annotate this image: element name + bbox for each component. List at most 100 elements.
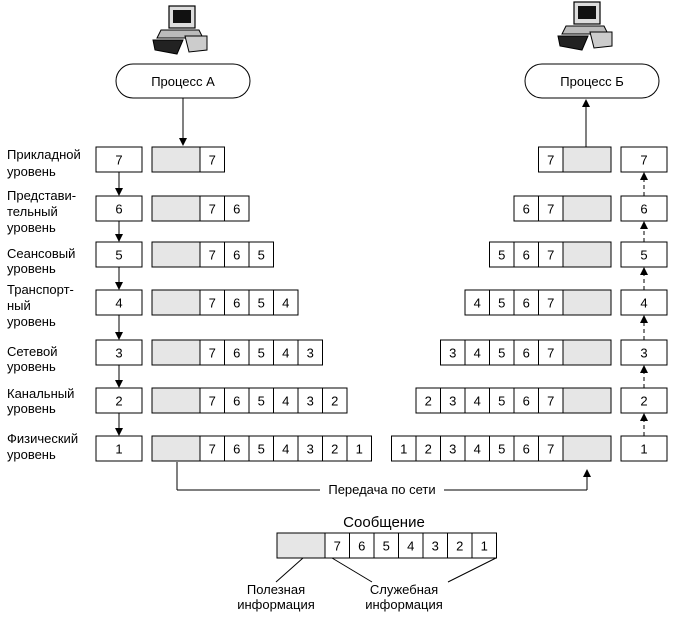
header-cell-label: 5: [498, 346, 505, 361]
layer-number: 5: [115, 248, 122, 263]
network-connector: [176, 462, 591, 491]
layer-label: уровень: [7, 220, 56, 235]
header-cell-label: 3: [307, 346, 314, 361]
header-cell: [224, 387, 250, 414]
header-cell-label: 4: [282, 296, 289, 311]
process-b-label: Процесс Б: [560, 74, 623, 89]
legend-header-cell: [422, 532, 448, 559]
layer-label: тельный: [7, 204, 58, 219]
header-cell: [248, 387, 274, 414]
layer-label: Сетевой: [7, 344, 57, 359]
header-cell-label: 6: [523, 248, 530, 263]
legend-header-cell-label: 7: [334, 539, 341, 554]
header-cell-label: 3: [307, 394, 314, 409]
header-cell: [464, 387, 490, 414]
layer-box-right: [620, 435, 668, 462]
layer-box-right: [620, 241, 668, 268]
header-cell-label: 6: [523, 394, 530, 409]
header-cell-label: 2: [425, 442, 432, 457]
service-label-line-1: Служебная: [370, 582, 438, 597]
layer-label: ный: [7, 298, 31, 313]
computer-icon: [152, 5, 208, 55]
header-cell: [346, 435, 372, 462]
layer-number: 2: [115, 394, 122, 409]
header-cell-label: 3: [449, 442, 456, 457]
layer-number: 4: [640, 296, 647, 311]
payload-block: [562, 387, 612, 414]
computer-icon: [557, 1, 613, 51]
header-cell-label: 4: [282, 394, 289, 409]
service-label-line-2: информация: [365, 597, 443, 612]
payload-block: [562, 195, 612, 222]
payload-block: [562, 339, 612, 366]
header-cell-label: 7: [209, 202, 216, 217]
legend-header-cell-label: 4: [407, 539, 414, 554]
header-cell: [415, 435, 441, 462]
header-cell-label: 7: [209, 153, 216, 168]
payload-label-line-1: Полезная: [247, 582, 305, 597]
layer-number: 6: [640, 202, 647, 217]
header-cell: [199, 146, 225, 173]
header-cell: [199, 195, 225, 222]
header-cell-label: 4: [474, 346, 481, 361]
header-cell: [538, 435, 564, 462]
header-cell: [273, 387, 299, 414]
header-cell-label: 7: [547, 394, 554, 409]
header-cell-label: 6: [233, 248, 240, 263]
header-cell: [489, 289, 515, 316]
header-cell-label: 2: [331, 442, 338, 457]
payload-label-line-2: информация: [237, 597, 315, 612]
header-cell: [489, 387, 515, 414]
layer-number: 4: [115, 296, 122, 311]
header-cell-label: 5: [498, 442, 505, 457]
layer-number: 7: [115, 153, 122, 168]
header-cell-label: 6: [233, 202, 240, 217]
layer-box-right: [620, 146, 668, 173]
header-cell-label: 6: [233, 442, 240, 457]
header-cell: [440, 387, 466, 414]
header-cell: [322, 435, 348, 462]
header-cell-label: 7: [547, 442, 554, 457]
header-cell-label: 3: [449, 346, 456, 361]
layer-number: 3: [640, 346, 647, 361]
header-cell-label: 4: [474, 442, 481, 457]
header-cell-label: 7: [209, 346, 216, 361]
header-cell: [513, 387, 539, 414]
header-cell: [199, 289, 225, 316]
layer-number: 5: [640, 248, 647, 263]
header-cell-label: 2: [425, 394, 432, 409]
header-cell: [513, 339, 539, 366]
legend-header-cell: [324, 532, 350, 559]
header-cell: [224, 289, 250, 316]
header-cell: [199, 435, 225, 462]
process-a-label: Процесс А: [151, 74, 215, 89]
header-cell-label: 7: [547, 248, 554, 263]
layer-number: 3: [115, 346, 122, 361]
header-cell-label: 3: [449, 394, 456, 409]
header-cell: [273, 435, 299, 462]
layer-label: Сеансовый: [7, 246, 75, 261]
header-cell-label: 7: [547, 153, 554, 168]
legend-brace-lines: [275, 557, 497, 583]
header-cell-label: 7: [209, 248, 216, 263]
layer-label: уровень: [7, 447, 56, 462]
payload-block: [151, 339, 201, 366]
legend-header-cell-label: 6: [358, 539, 365, 554]
header-cell-label: 1: [400, 442, 407, 457]
process-b-box: [524, 63, 660, 99]
payload-block: [151, 146, 201, 173]
layer-box-right: [620, 195, 668, 222]
header-cell-label: 7: [547, 346, 554, 361]
header-cell: [464, 289, 490, 316]
legend-header-cell-label: 2: [456, 539, 463, 554]
layer-label: уровень: [7, 314, 56, 329]
payload-block: [562, 289, 612, 316]
header-cell: [273, 339, 299, 366]
layer-box-left: [95, 289, 143, 316]
layer-label: Представи-: [7, 188, 76, 203]
header-cell-label: 4: [474, 394, 481, 409]
header-cell: [224, 195, 250, 222]
legend-title: Сообщение: [343, 514, 425, 531]
